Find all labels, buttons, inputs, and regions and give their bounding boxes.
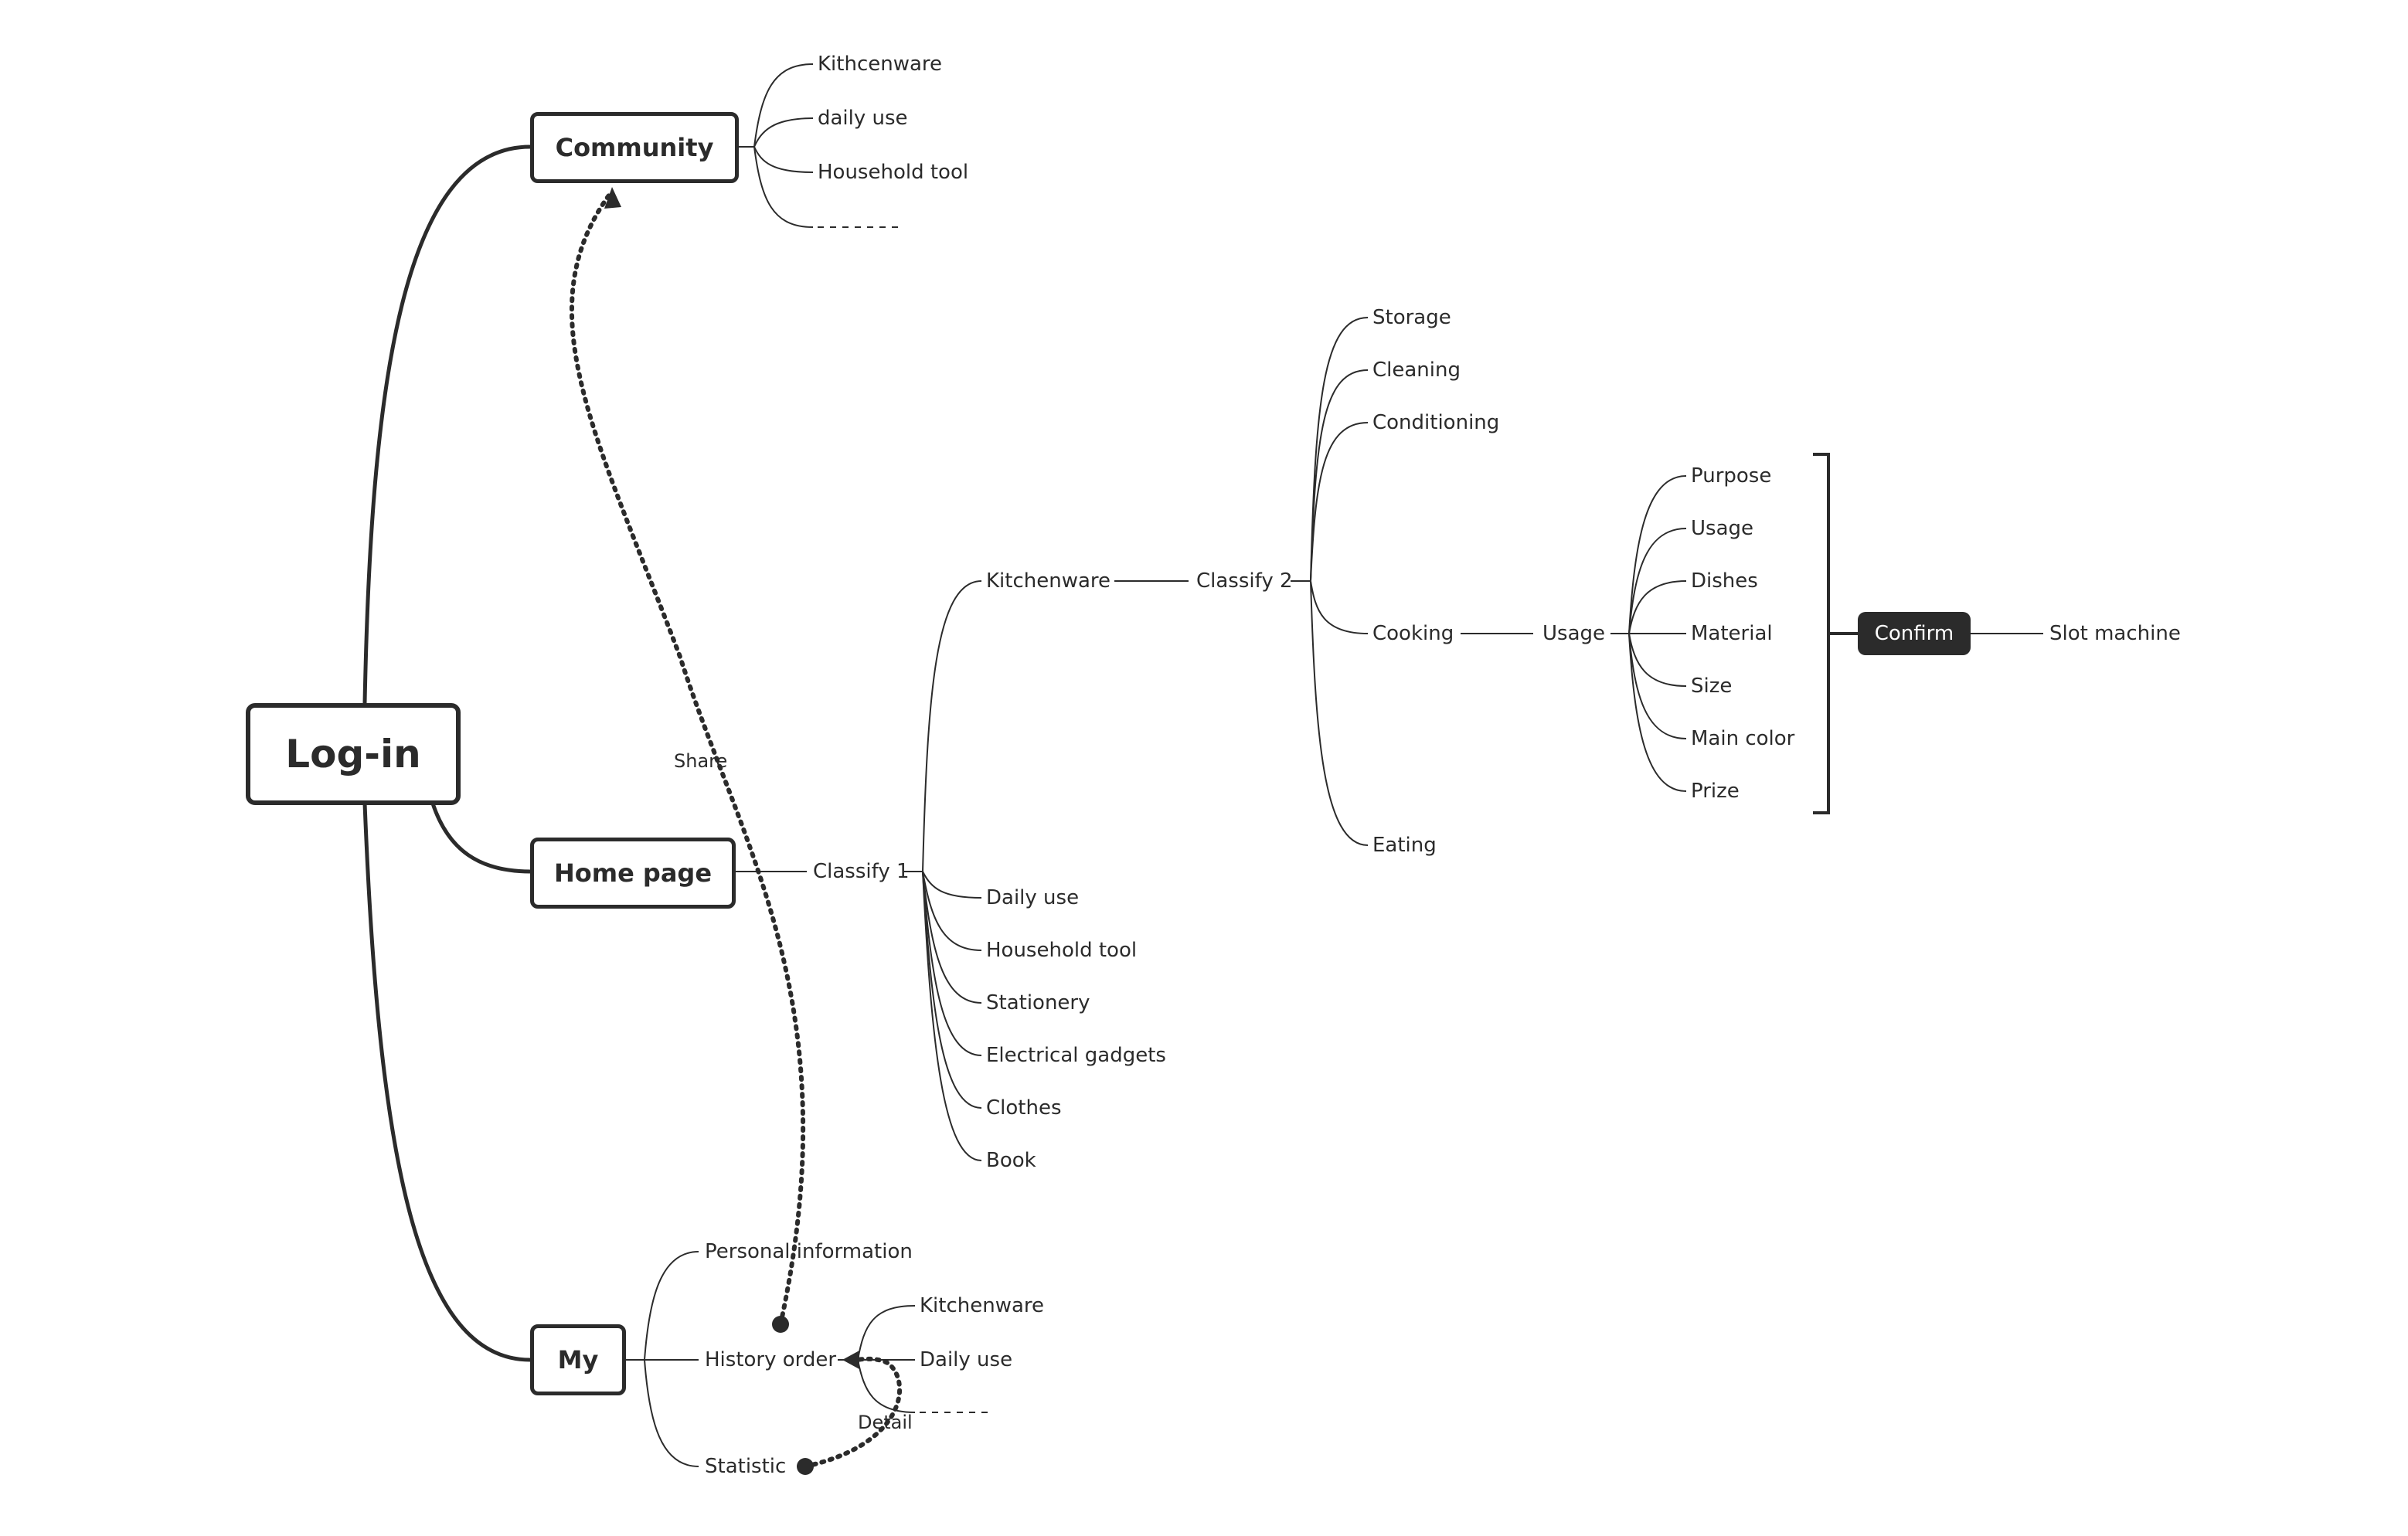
my-item-personal-information[interactable]: Personal information <box>705 1240 913 1263</box>
classify1-item-daily-use[interactable]: Daily use <box>986 886 1080 909</box>
connector-root-home <box>430 803 531 874</box>
connector-classify2-eating <box>1310 580 1369 846</box>
connector-root-my <box>362 803 531 1362</box>
connector-classify1-dailyuse <box>922 871 982 899</box>
share-start-dot <box>772 1316 789 1333</box>
connector-usage-dishes <box>1628 580 1687 634</box>
connector-community-household <box>753 146 814 173</box>
classify1-item-clothes[interactable]: Clothes <box>986 1096 1062 1120</box>
community-node[interactable]: Community <box>530 112 739 183</box>
connector-usage-prize <box>1628 633 1687 792</box>
connector-classify2-cooking <box>1310 580 1369 634</box>
classify1-item-household-tool[interactable]: Household tool <box>986 939 1138 962</box>
connector-usage-maincolor <box>1628 633 1687 739</box>
connector-classify1-book <box>922 871 982 1161</box>
login-root-label: Log-in <box>285 732 421 776</box>
usage-item-size[interactable]: Size <box>1691 675 1733 698</box>
community-item-kithcenware[interactable]: Kithcenware <box>818 53 943 76</box>
share-arrowhead <box>604 187 621 209</box>
connector-community-more <box>753 146 814 228</box>
relation-share-line <box>570 191 806 1327</box>
summary-bracket <box>1813 453 1830 814</box>
home-page-label: Home page <box>553 858 713 888</box>
confirm-label: Confirm <box>1874 622 1954 645</box>
connector-usage-size <box>1628 633 1687 687</box>
my-label: My <box>557 1345 599 1375</box>
classify1-node[interactable]: Classify 1 <box>813 860 910 883</box>
connector-history-kitchenware <box>857 1305 916 1361</box>
classify2-item-cleaning[interactable]: Cleaning <box>1372 359 1461 382</box>
usage-item-material[interactable]: Material <box>1691 622 1773 645</box>
classify2-node[interactable]: Classify 2 <box>1196 569 1293 593</box>
detail-start-dot <box>797 1458 814 1475</box>
connector-history-more <box>857 1359 916 1413</box>
classify1-item-kitchenware[interactable]: Kitchenware <box>986 569 1111 593</box>
community-item-daily-use[interactable]: daily use <box>818 107 908 130</box>
usage-item-purpose[interactable]: Purpose <box>1691 464 1772 488</box>
history-item-daily-use[interactable]: Daily use <box>920 1348 1013 1371</box>
connector-classify1-electrical <box>922 871 982 1056</box>
classify1-item-electrical-gadgets[interactable]: Electrical gadgets <box>986 1044 1166 1067</box>
usage-item-dishes[interactable]: Dishes <box>1691 569 1758 593</box>
my-node[interactable]: My <box>530 1324 626 1395</box>
classify2-item-cooking[interactable]: Cooking <box>1372 622 1454 645</box>
community-label: Community <box>555 133 714 162</box>
connector-usage-purpose <box>1628 475 1687 634</box>
connector-classify2-cleaning <box>1310 369 1369 582</box>
connector-classify1-household <box>922 871 982 951</box>
usage-item-usage[interactable]: Usage <box>1691 517 1754 540</box>
classify2-item-conditioning[interactable]: Conditioning <box>1372 411 1500 434</box>
connector-classify1-kitchenware <box>922 580 982 872</box>
history-item-kitchenware[interactable]: Kitchenware <box>920 1294 1045 1317</box>
login-root-node[interactable]: Log-in <box>246 703 461 805</box>
connector-my-personal <box>644 1251 699 1361</box>
connector-community-kithcenware <box>753 63 814 148</box>
connector-root-community <box>362 144 531 704</box>
usage-node[interactable]: Usage <box>1542 622 1606 645</box>
community-item-household-tool[interactable]: Household tool <box>818 161 969 184</box>
slot-machine-node[interactable]: Slot machine <box>2049 622 2181 645</box>
relation-detail-line <box>803 1356 903 1469</box>
my-item-history-order[interactable]: History order <box>705 1348 837 1371</box>
detail-arrowhead <box>842 1351 859 1369</box>
connector-usage-usage <box>1628 528 1687 634</box>
connector-my-statistic <box>644 1359 699 1467</box>
connector-community-dailyuse <box>753 117 814 148</box>
classify2-item-storage[interactable]: Storage <box>1372 306 1451 329</box>
classify2-item-eating[interactable]: Eating <box>1372 834 1437 857</box>
confirm-summary-node[interactable]: Confirm <box>1858 612 1971 655</box>
connector-classify1-stationery <box>922 871 982 1004</box>
usage-item-prize[interactable]: Prize <box>1691 780 1740 803</box>
home-page-node[interactable]: Home page <box>530 838 736 909</box>
relation-share-label[interactable]: Share <box>674 750 728 772</box>
connector-classify2-conditioning <box>1310 422 1369 582</box>
classify1-item-stationery[interactable]: Stationery <box>986 991 1090 1014</box>
my-item-statistic[interactable]: Statistic <box>705 1455 787 1478</box>
classify1-item-book[interactable]: Book <box>986 1149 1036 1172</box>
usage-item-main-color[interactable]: Main color <box>1691 727 1795 750</box>
relation-detail-label[interactable]: Detail <box>858 1412 913 1433</box>
